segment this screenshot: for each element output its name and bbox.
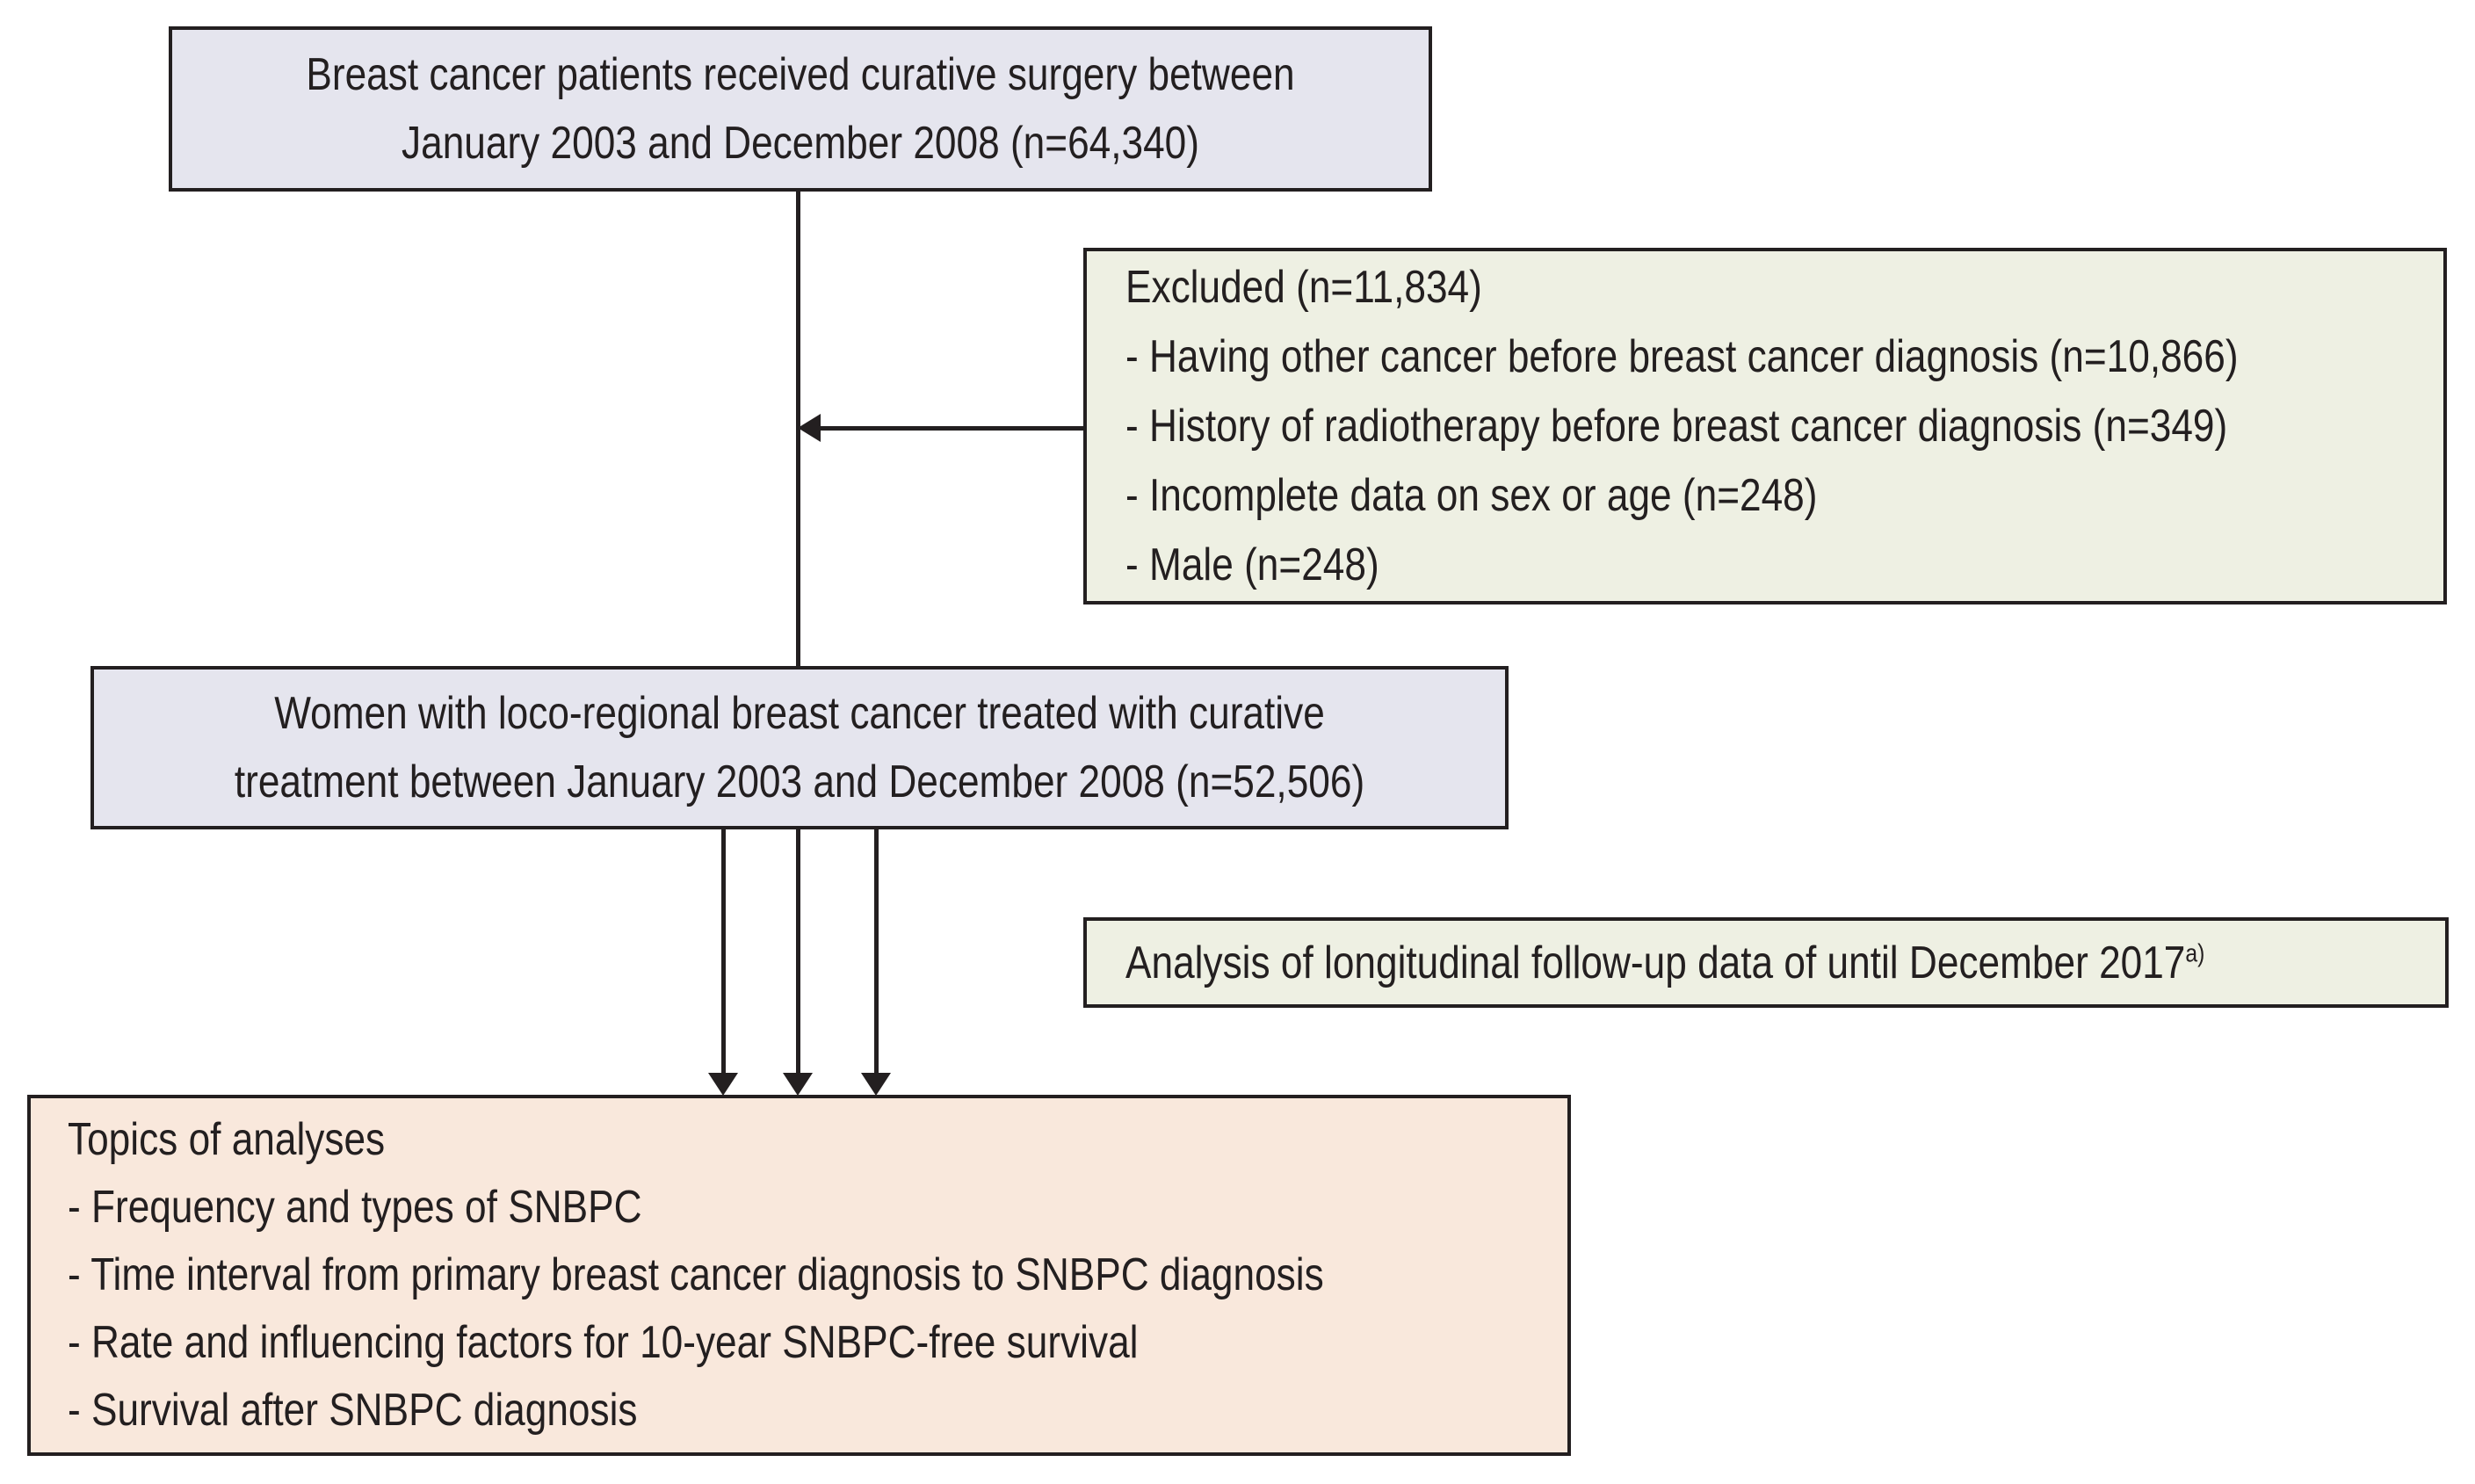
excluded-title: Excluded (n=11,834) xyxy=(1125,261,1482,313)
excluded-item: - Having other cancer before breast canc… xyxy=(1125,330,2239,382)
arrow-down-icon xyxy=(708,1073,738,1096)
box-topics: Topics of analyses - Frequency and types… xyxy=(27,1095,1571,1456)
arrow-down-icon xyxy=(861,1073,891,1096)
surgery-cohort-line-2: January 2003 and December 2008 (n=64,340… xyxy=(402,118,1199,169)
analysis-note-footnote-marker: a) xyxy=(2185,939,2205,968)
connector-cohort-to-topics-stem xyxy=(796,829,800,1075)
box-final-cohort: Women with loco-regional breast cancer t… xyxy=(90,666,1509,829)
topics-item: - Frequency and types of SNBPC xyxy=(68,1182,642,1233)
analysis-note-line: Analysis of longitudinal follow-up data … xyxy=(1125,929,2247,997)
final-cohort-line-2: treatment between January 2003 and Decem… xyxy=(234,756,1365,807)
final-cohort-line-1: Women with loco-regional breast cancer t… xyxy=(274,688,1325,739)
surgery-cohort-line-1: Breast cancer patients received curative… xyxy=(306,49,1295,100)
topics-item: - Time interval from primary breast canc… xyxy=(68,1249,1324,1300)
topics-item: - Survival after SNBPC diagnosis xyxy=(68,1385,638,1436)
excluded-item: - Male (n=248) xyxy=(1125,539,1379,590)
excluded-item: - Incomplete data on sex or age (n=248) xyxy=(1125,469,1818,521)
analysis-note-text: Analysis of longitudinal follow-up data … xyxy=(1125,937,2186,988)
topics-title: Topics of analyses xyxy=(68,1114,386,1165)
connector-cohort-to-topics-stem xyxy=(874,829,879,1075)
topics-item: - Rate and influencing factors for 10-ye… xyxy=(68,1317,1139,1368)
connector-cohort-to-topics-stem xyxy=(721,829,726,1075)
excluded-item: - History of radiotherapy before breast … xyxy=(1125,400,2228,452)
connector-excluded-stem xyxy=(819,426,1083,431)
arrow-left-icon xyxy=(798,414,821,442)
box-surgery-cohort: Breast cancer patients received curative… xyxy=(169,26,1432,192)
box-excluded: Excluded (n=11,834) - Having other cance… xyxy=(1083,248,2447,604)
arrow-down-icon xyxy=(783,1073,813,1096)
box-analysis-note: Analysis of longitudinal follow-up data … xyxy=(1083,917,2449,1008)
